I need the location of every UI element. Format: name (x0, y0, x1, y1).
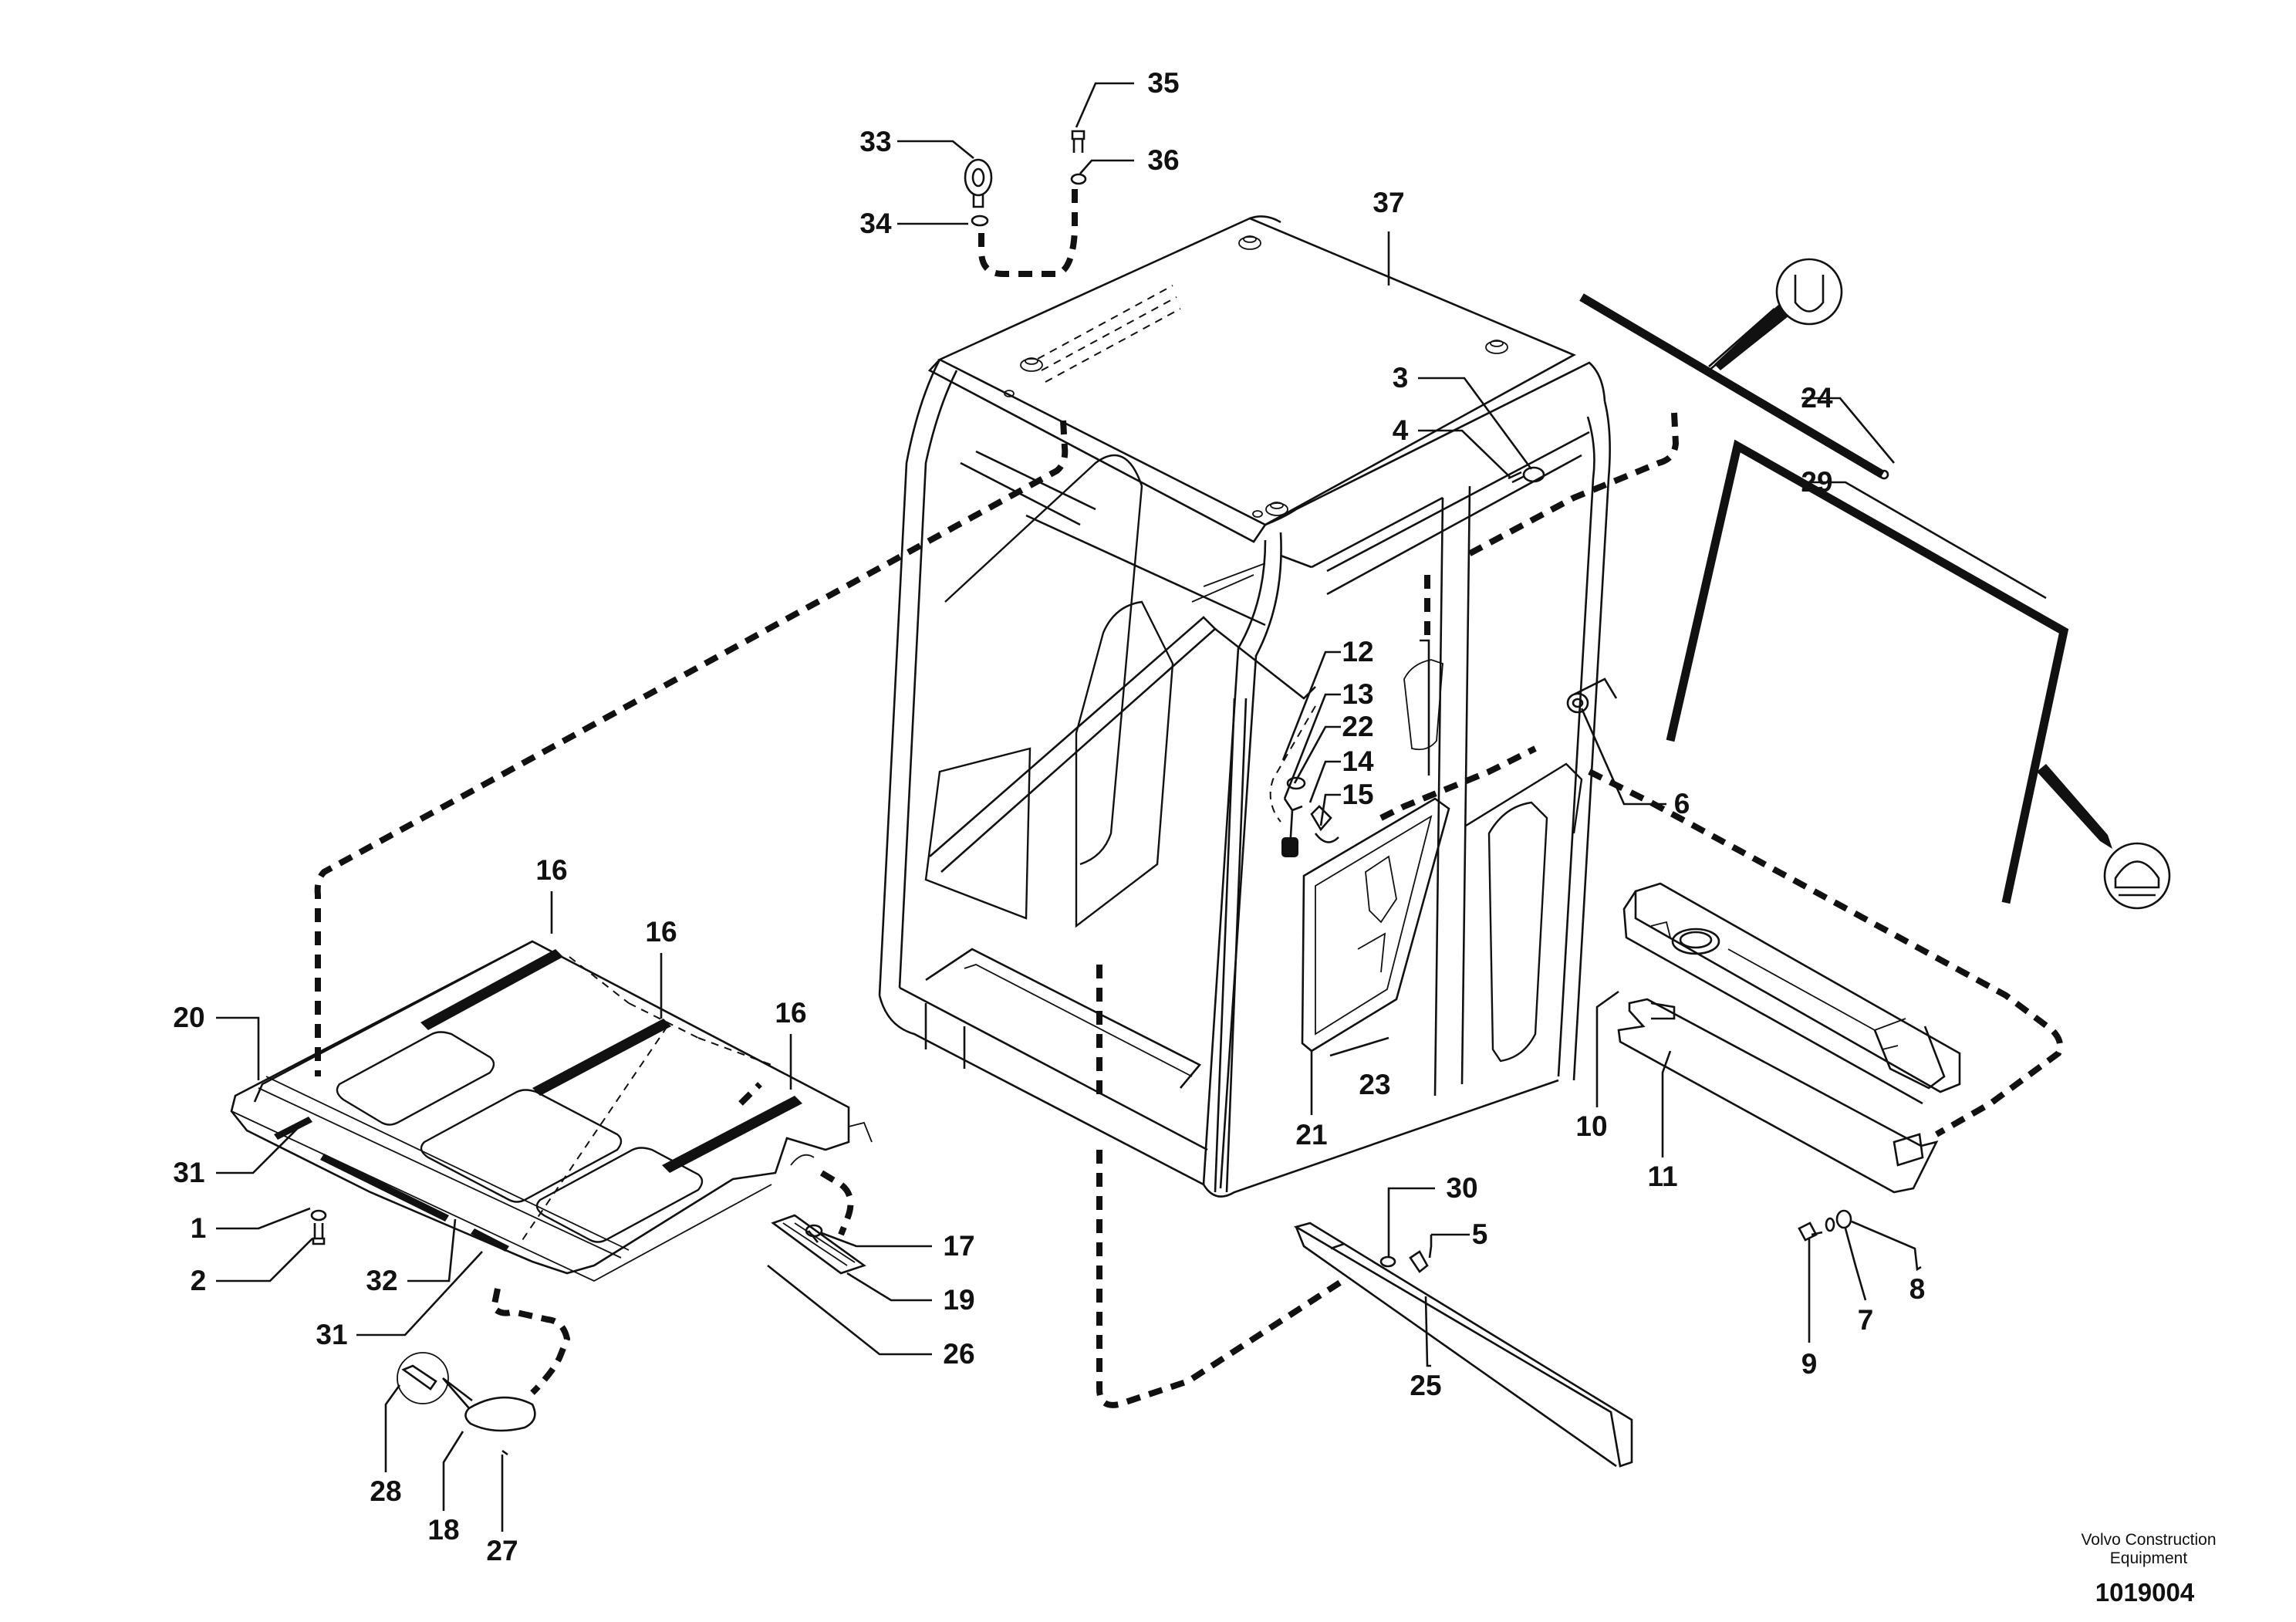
callout-28: 28 (370, 1475, 401, 1507)
callout-32: 32 (366, 1265, 397, 1296)
callout-31-bottom: 31 (316, 1319, 347, 1350)
callout-10: 10 (1575, 1110, 1607, 1142)
callout-23: 23 (1359, 1069, 1390, 1100)
callout-8: 8 (1909, 1273, 1926, 1305)
callout-24: 24 (1801, 382, 1833, 414)
callout-19: 19 (943, 1284, 974, 1316)
callout-29: 29 (1801, 466, 1832, 498)
u-channel-seal-icon (1708, 258, 1843, 371)
callout-1: 1 (191, 1212, 207, 1244)
floor-bolt (310, 1209, 327, 1245)
callout-14: 14 (1342, 745, 1374, 777)
callout-5: 5 (1472, 1218, 1488, 1250)
callout-12: 12 (1342, 636, 1373, 667)
callout-37: 37 (1373, 187, 1404, 218)
callout-16-left: 16 (535, 854, 567, 886)
callout-26: 26 (943, 1338, 974, 1370)
callout-3: 3 (1393, 362, 1409, 394)
step-rail (1293, 1222, 1633, 1468)
callout-17: 17 (943, 1230, 974, 1262)
door-panel (1301, 797, 1450, 1053)
callout-30: 30 (1446, 1172, 1477, 1204)
callout-11: 11 (1647, 1161, 1677, 1192)
eye-bolt-parts (964, 130, 1087, 227)
leader-lines (216, 82, 2047, 1532)
callout-21: 21 (1295, 1119, 1327, 1151)
callout-4: 4 (1393, 414, 1409, 446)
company-name-line1: Volvo Construction (2081, 1531, 2216, 1549)
callout-13: 13 (1342, 678, 1373, 710)
callout-16-middle: 16 (645, 916, 677, 948)
seal-strips (1579, 293, 2069, 904)
callout-6: 6 (1674, 788, 1690, 819)
floor-plate (230, 940, 873, 1282)
callout-31-top: 31 (173, 1157, 204, 1188)
callout-7: 7 (1858, 1304, 1874, 1336)
callout-27: 27 (486, 1535, 518, 1566)
grille-parts (767, 1214, 866, 1275)
callout-35: 35 (1147, 67, 1179, 99)
callout-18: 18 (427, 1514, 459, 1546)
console-bolts (1798, 1209, 1852, 1242)
rubber-profile-seal-icon (2037, 764, 2171, 910)
assembly-lines (314, 189, 2064, 1408)
callout-9: 9 (1801, 1348, 1818, 1380)
callout-25: 25 (1410, 1370, 1441, 1401)
footer: Volvo Construction Equipment 1019004 (2081, 1531, 2216, 1607)
drawing-number: 1019004 (2095, 1578, 2195, 1607)
callout-20: 20 (173, 1002, 204, 1033)
callout-labels: 35 36 33 34 37 3 4 24 29 12 13 22 14 15 … (173, 67, 1925, 1566)
company-name-line2: Equipment (2110, 1549, 2188, 1567)
lamp-parts (397, 1352, 536, 1456)
cab-fittings (1508, 466, 1589, 714)
door-lock-parts (1269, 705, 1339, 857)
callout-34: 34 (859, 208, 892, 239)
console-tray (1617, 882, 1961, 1194)
callout-2: 2 (191, 1265, 207, 1296)
callout-33: 33 (859, 126, 891, 157)
cab-frame (878, 215, 1618, 1198)
callout-22: 22 (1342, 711, 1373, 742)
callout-36: 36 (1147, 144, 1179, 176)
callout-16-right: 16 (775, 997, 806, 1029)
callout-15: 15 (1342, 779, 1373, 810)
